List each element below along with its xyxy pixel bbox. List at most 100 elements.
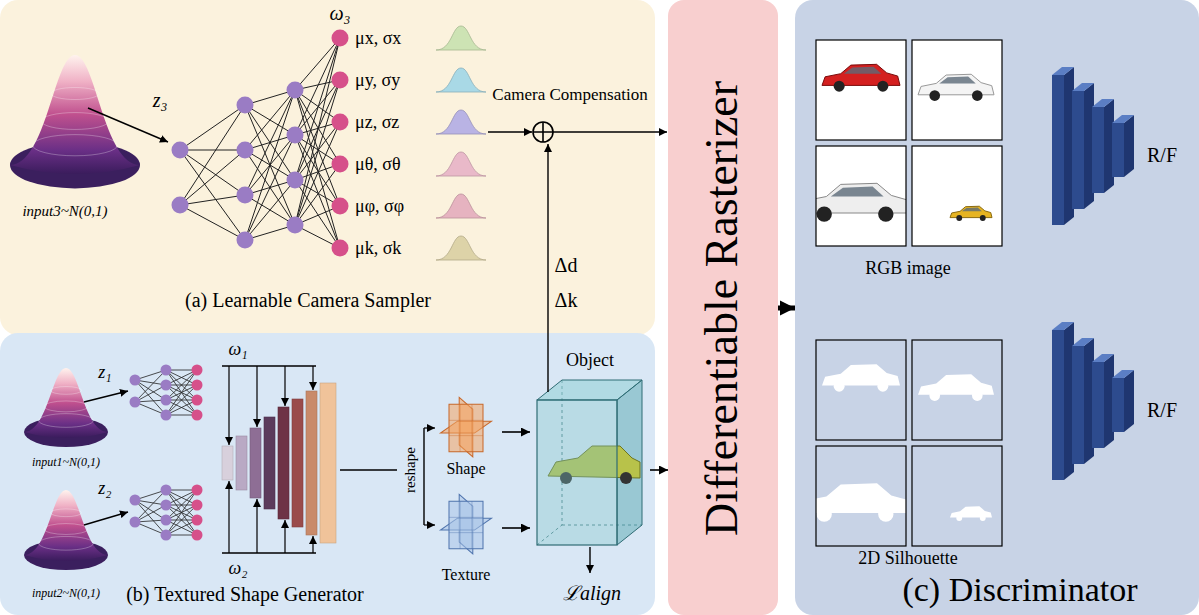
arrow-line bbox=[228, 481, 229, 553]
car-wheel bbox=[980, 515, 986, 521]
gaussian-surface bbox=[24, 490, 108, 570]
net-link bbox=[295, 90, 340, 248]
net-link bbox=[166, 490, 197, 535]
connector-arrow bbox=[502, 527, 530, 529]
distribution-curve bbox=[436, 152, 486, 176]
label-holder: input1~N(0,1) bbox=[32, 456, 100, 470]
net-link bbox=[166, 385, 197, 400]
car bbox=[918, 74, 994, 101]
net-link bbox=[245, 150, 295, 225]
arrow-line bbox=[312, 536, 313, 553]
label-holder: reshape bbox=[402, 447, 419, 493]
net-link bbox=[166, 505, 197, 535]
reshape-bracket bbox=[423, 428, 424, 525]
car-image bbox=[822, 64, 900, 91]
plane-side bbox=[459, 494, 473, 554]
surface-contour bbox=[39, 414, 94, 428]
arrow-line bbox=[256, 366, 257, 427]
net-neuron bbox=[161, 530, 172, 541]
net-link bbox=[295, 225, 340, 248]
arrow-line bbox=[88, 108, 168, 142]
feature-map bbox=[320, 383, 336, 543]
plane-horizontal bbox=[441, 421, 492, 433]
conv-side bbox=[1124, 115, 1134, 177]
label-holder: input3~N(0,1) bbox=[22, 203, 107, 220]
net-link bbox=[166, 370, 197, 400]
car-window bbox=[939, 77, 975, 84]
surface-contour bbox=[51, 87, 99, 99]
net-neuron bbox=[161, 380, 172, 391]
net-link bbox=[245, 90, 295, 240]
label-text: input3~N(0,1) bbox=[22, 203, 107, 220]
sum-symbol-cross bbox=[533, 122, 553, 142]
image-grid: 2D Silhouette bbox=[810, 336, 1006, 572]
conv-top bbox=[1112, 115, 1134, 123]
label-holder: μk, σk bbox=[355, 238, 401, 259]
label-text: reshape bbox=[402, 447, 419, 493]
feature-map bbox=[236, 436, 247, 490]
net-link bbox=[166, 535, 197, 536]
net-link bbox=[166, 370, 197, 400]
net-link bbox=[295, 135, 340, 206]
net-link bbox=[135, 402, 166, 415]
label-text: R/F bbox=[1147, 399, 1177, 422]
label-text: z₂ bbox=[98, 478, 111, 499]
car-window bbox=[831, 187, 884, 197]
net-neuron bbox=[287, 82, 304, 99]
car-wheel bbox=[956, 215, 962, 221]
arrow-line bbox=[312, 366, 313, 390]
style-bar bbox=[222, 552, 316, 553]
net-link bbox=[166, 505, 197, 535]
conv-front bbox=[1072, 91, 1084, 209]
node-text: (a) Learnable Camera Sampler bbox=[185, 289, 431, 312]
feature-map bbox=[306, 391, 317, 535]
car-image bbox=[918, 74, 994, 101]
net-link bbox=[295, 80, 340, 180]
gaussian-surface bbox=[24, 368, 108, 447]
gaussian-surface bbox=[10, 55, 140, 188]
net-neuron bbox=[192, 395, 203, 406]
net-link bbox=[166, 400, 197, 415]
rasterizer-bar: Differentiable Rasterizer bbox=[668, 0, 778, 615]
surface-base bbox=[10, 142, 140, 189]
net-link bbox=[166, 385, 197, 386]
net-link bbox=[180, 105, 245, 150]
net-neuron bbox=[130, 397, 141, 408]
label-text: ω₁ bbox=[229, 339, 248, 360]
feature-map bbox=[264, 417, 275, 509]
image-frame bbox=[912, 40, 1002, 140]
net-link bbox=[166, 490, 197, 505]
label-holder: R/F bbox=[1147, 399, 1177, 422]
surface-contour bbox=[33, 135, 118, 156]
triplane-icon bbox=[441, 494, 492, 554]
net-neuron bbox=[130, 517, 141, 528]
conv-top bbox=[1092, 354, 1114, 362]
net-link bbox=[295, 135, 340, 248]
car-body bbox=[950, 506, 992, 517]
label-text: μx, σx bbox=[355, 28, 401, 49]
plane-front bbox=[449, 404, 483, 452]
net-link bbox=[295, 180, 340, 206]
neural-net bbox=[130, 485, 203, 541]
conv-front bbox=[1052, 75, 1064, 225]
arrow-line bbox=[488, 131, 532, 132]
label-text: Camera Compensation bbox=[492, 85, 647, 105]
surface-base bbox=[24, 417, 108, 447]
net-neuron bbox=[332, 72, 349, 89]
net-link bbox=[166, 370, 197, 385]
image-frame bbox=[912, 146, 1002, 246]
net-link bbox=[166, 505, 197, 506]
net-neuron bbox=[287, 217, 304, 234]
conv-top bbox=[1092, 99, 1114, 107]
image-frame bbox=[912, 446, 1002, 546]
net-link bbox=[166, 400, 197, 415]
distribution-curve bbox=[436, 110, 486, 134]
net-link bbox=[295, 38, 340, 180]
car bbox=[816, 483, 906, 522]
image-frame-ground bbox=[816, 340, 906, 440]
net-neuron bbox=[161, 515, 172, 526]
arrow-line bbox=[228, 366, 229, 445]
label-text: input1~N(0,1) bbox=[32, 456, 100, 470]
net-link bbox=[295, 38, 340, 225]
net-neuron bbox=[161, 410, 172, 421]
